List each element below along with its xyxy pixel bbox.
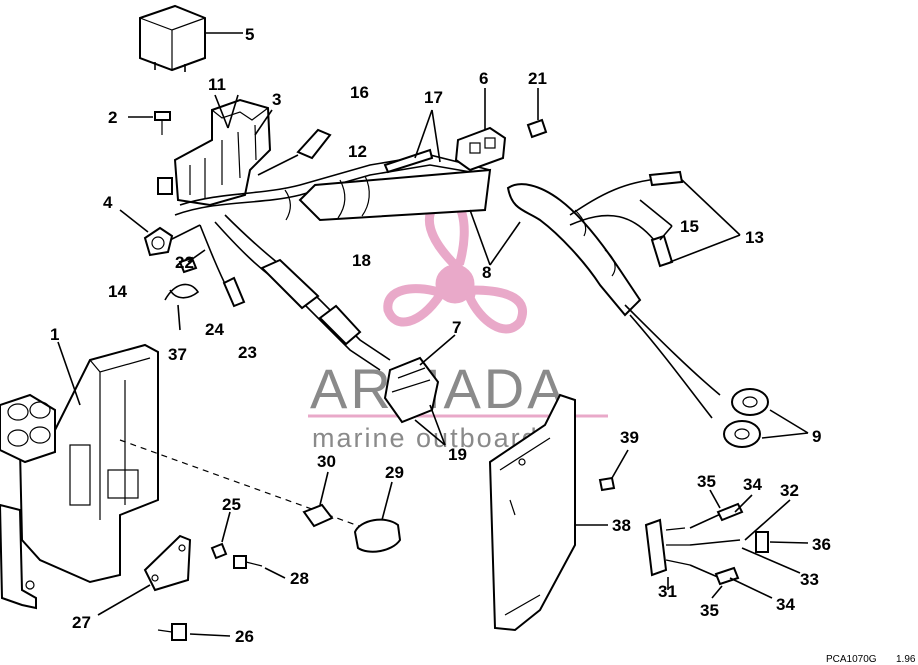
- callout-24: 24: [205, 320, 224, 339]
- callout-37: 37: [168, 345, 187, 364]
- part-26-screw: [157, 623, 231, 641]
- part-25-nut: [210, 511, 231, 560]
- part-1-mounting-bracket: [0, 341, 159, 610]
- callout-17: 17: [424, 88, 443, 107]
- callout-29: 29: [385, 463, 404, 482]
- callout-23: 23: [238, 343, 257, 362]
- callout-19: 19: [448, 445, 467, 464]
- callout-16: 16: [350, 83, 369, 102]
- callout-4: 4: [103, 193, 113, 212]
- figure-code-date: 1.96: [896, 654, 916, 665]
- part-5-relay: [139, 4, 243, 72]
- part-17-wire-terminals: [383, 109, 441, 174]
- wiring-harness: [169, 128, 492, 371]
- part-7-connector: [383, 334, 456, 446]
- callout-11: 11: [208, 75, 226, 94]
- callout-35-bottom: 35: [700, 601, 719, 620]
- part-37-clip: [164, 283, 200, 331]
- callout-5: 5: [245, 25, 254, 44]
- watermark-title: ARMADA: [310, 357, 568, 420]
- part-6-connector: [454, 88, 507, 172]
- part-27-plate: [97, 534, 192, 616]
- callout-35-top: 35: [697, 472, 716, 491]
- callout-27: 27: [72, 613, 91, 632]
- part-11-3-terminal-block: [157, 94, 273, 207]
- callout-25: 25: [222, 495, 241, 514]
- part-39-screw: [598, 449, 629, 492]
- propeller-logo: [383, 193, 527, 334]
- part-2-screw: [128, 111, 171, 135]
- callout-3: 3: [272, 90, 281, 109]
- part-38-cover-panel: [488, 393, 608, 632]
- callout-12: 12: [348, 142, 367, 161]
- callout-26: 26: [235, 627, 254, 646]
- callout-18: 18: [352, 251, 371, 270]
- callout-14: 14: [108, 282, 127, 301]
- callout-38: 38: [612, 516, 631, 535]
- callout-13: 13: [745, 228, 764, 247]
- callout-21: 21: [528, 69, 547, 88]
- callout-22: 22: [175, 253, 194, 272]
- callout-6: 6: [479, 69, 488, 88]
- callout-2: 2: [108, 108, 117, 127]
- part-28-screw: [233, 555, 286, 579]
- part-14-sensor: [119, 209, 174, 257]
- part-8-harness-section: [469, 170, 741, 317]
- callout-7: 7: [452, 318, 461, 337]
- figure-code: PCA1070G 1.96: [826, 654, 916, 665]
- callout-8: 8: [482, 263, 491, 282]
- callout-15: 15: [680, 217, 699, 236]
- part-22-grommet: [178, 249, 206, 274]
- callout-34-top: 34: [743, 475, 762, 494]
- part-9-ring-terminals: [624, 304, 809, 448]
- callout-39: 39: [620, 428, 639, 447]
- callout-34-bottom: 34: [776, 595, 795, 614]
- callout-36: 36: [812, 535, 831, 554]
- callout-labels: 5 11 3 2 16 12 17 6 21 4 14 22 18 8 15 1…: [50, 25, 831, 646]
- callout-32: 32: [780, 481, 799, 500]
- callout-31: 31: [658, 582, 677, 601]
- part-30-clip: [302, 471, 334, 528]
- part-21-plug: [526, 88, 548, 139]
- callout-30: 30: [317, 452, 336, 471]
- callout-1: 1: [50, 325, 59, 344]
- callout-9: 9: [812, 427, 821, 446]
- figure-code-id: PCA1070G: [826, 654, 877, 665]
- part-31-connector: [644, 489, 809, 599]
- part-29-grommet: [353, 481, 402, 553]
- callout-33: 33: [800, 570, 819, 589]
- callout-28: 28: [290, 569, 309, 588]
